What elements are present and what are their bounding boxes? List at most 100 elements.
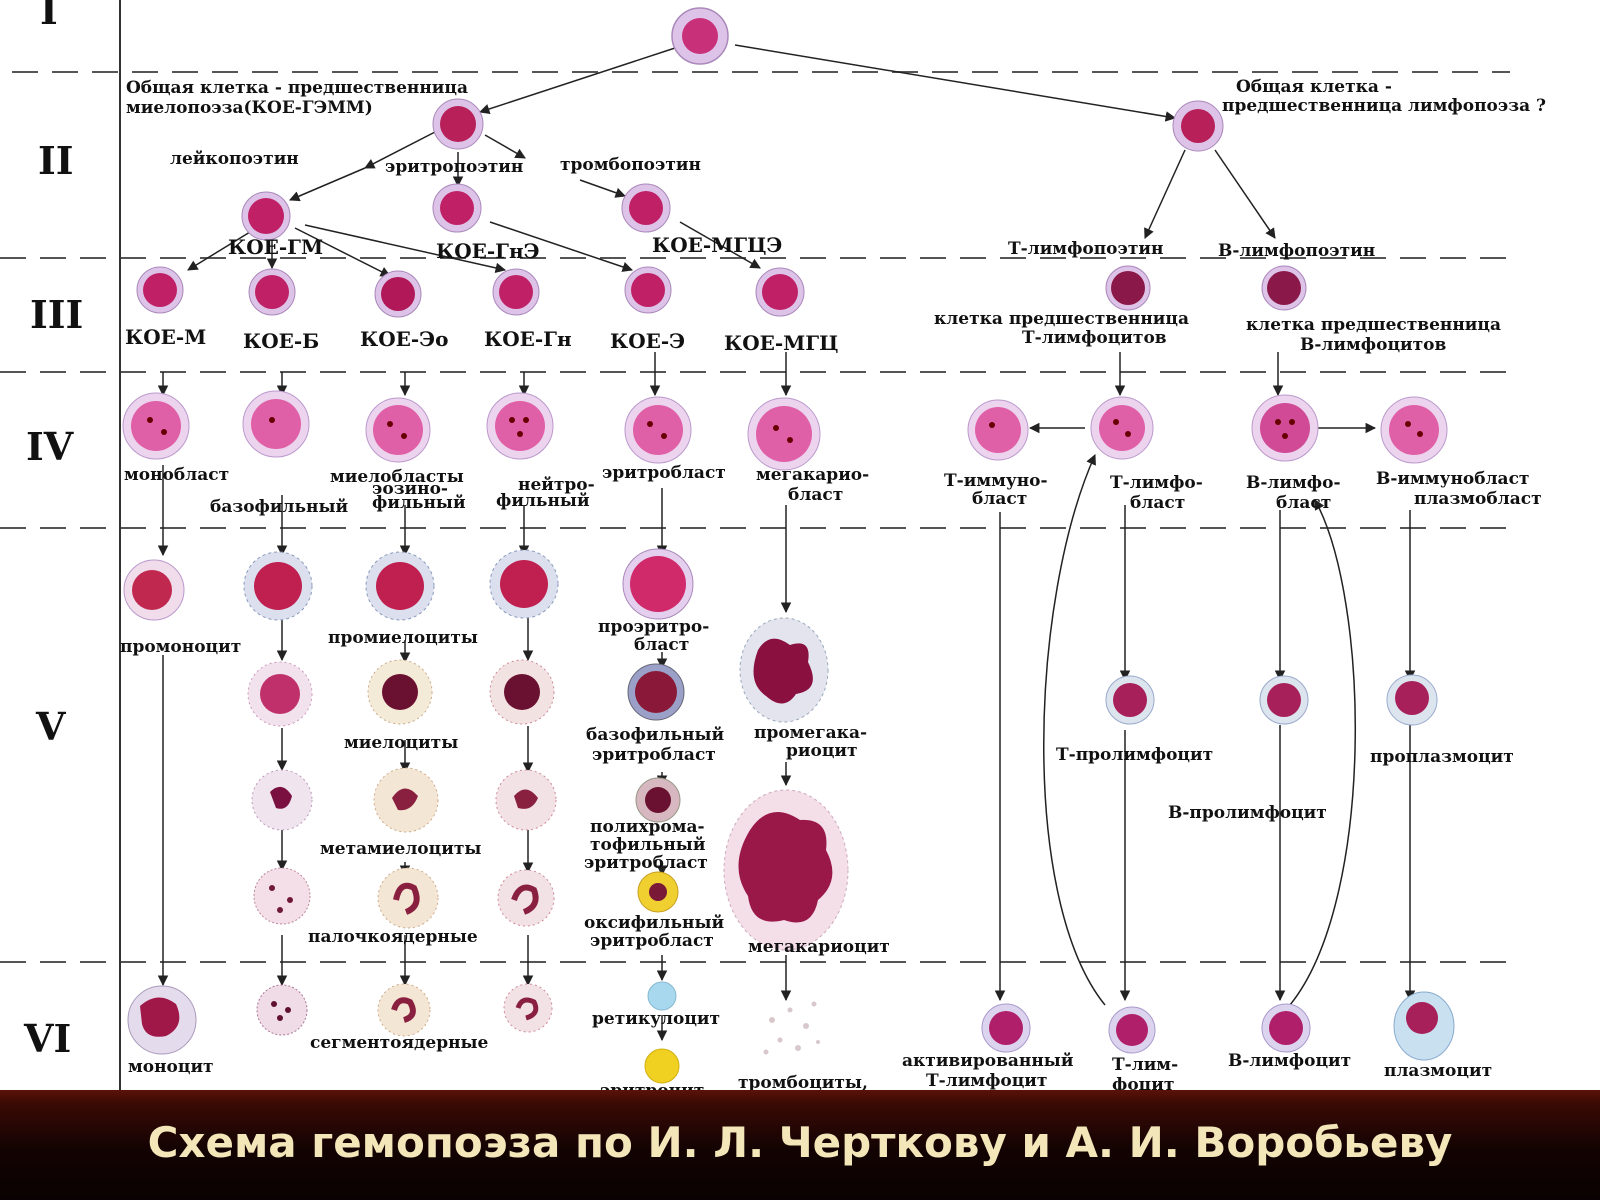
label-b-lymphopoietin: В-лимфопоэтин (1218, 241, 1375, 261)
label-b-immunoblast-1: В-иммунобласт (1376, 469, 1529, 489)
label-thrombopoietin: тромбопоэтин (560, 155, 701, 175)
eosinophil-myelocyte-cell (367, 659, 433, 725)
label-promegakaryocyte-2: риоцит (786, 741, 858, 761)
label-promonocyte: промоноцит (120, 637, 241, 657)
koe-b-cell (248, 268, 296, 316)
cells (122, 7, 1455, 1084)
monocyte-cell (127, 985, 197, 1055)
stage-label-2: II (38, 138, 74, 183)
label-activated-t-1: активированный (902, 1051, 1074, 1071)
stem-cell (671, 7, 729, 65)
basophil-metamyelocyte-cell (251, 769, 313, 831)
label-b-prolymphocyte: В-пролимфоцит (1168, 803, 1327, 823)
label-proerythroblast-2: бласт (634, 635, 689, 655)
erythroblast-cell (624, 396, 692, 464)
neutrophil-promyelocyte-cell (489, 549, 559, 619)
label-activated-t-2: Т-лимфоцит (926, 1071, 1047, 1090)
t-lymphoblast-cell (1090, 396, 1154, 460)
basophil-myelocyte-cell (247, 661, 313, 727)
oxyphilic-erythroblast-cell (637, 871, 679, 913)
label-lympho-common-1: Общая клетка - (1236, 77, 1392, 97)
label-t-lymphoblast-1: Т-лимфо- (1110, 473, 1203, 493)
stage-label-3: III (30, 292, 83, 337)
basophilic-erythroblast-cell (627, 663, 685, 721)
t-precursor-cell (1105, 265, 1151, 311)
lympho-common-cell (1172, 100, 1224, 152)
label-koe-eo: КОЕ-Эо (360, 327, 448, 351)
eosinophil-band-cell (377, 867, 439, 929)
label-koe-mgce: КОЕ-МГЦЭ (652, 233, 782, 257)
erythrocyte-cell (644, 1048, 680, 1084)
label-b-precursor-2: В-лимфоцитов (1300, 335, 1446, 355)
label-megakaryoblast-2: бласт (788, 485, 843, 505)
label-t-immunoblast-2: бласт (972, 489, 1027, 509)
label-t-lymphopoietin: Т-лимфопоэтин (1008, 239, 1163, 259)
label-lympho-common-2: предшественница лимфопоэза ? (1222, 96, 1546, 116)
thrombocytes (763, 1001, 820, 1055)
label-b-lymphoblast-1: В-лимфо- (1246, 473, 1341, 493)
label-megakaryoblast-1: мегакарио- (756, 465, 869, 485)
label-basophilic: базофильный (210, 497, 348, 517)
proplasmocyte-cell (1386, 674, 1438, 726)
megakaryocyte-cell (723, 789, 849, 951)
label-t-precursor-2: Т-лимфоцитов (1022, 328, 1167, 348)
koe-gn-cell (492, 268, 540, 316)
caption-title: Схема гемопоэза по И. Л. Черткову и А. И… (147, 1118, 1453, 1167)
label-thrombocytes: тромбоциты, (738, 1073, 868, 1090)
label-koe-m: КОЕ-М (125, 325, 206, 349)
label-segmented: сегментоядерные (310, 1033, 489, 1053)
koe-gm-cell (241, 191, 291, 241)
t-prolymphocyte-cell (1105, 675, 1155, 725)
label-t-lymphocyte-2: фоцит (1112, 1075, 1174, 1090)
label-metamyelocytes: метамиелоциты (320, 839, 481, 859)
label-t-prolymphocyte: Т-пролимфоцит (1056, 745, 1213, 765)
basophil-promyelocyte-cell (243, 551, 313, 621)
b-prolymphocyte-cell (1259, 675, 1309, 725)
label-polychromatophilic-3: эритробласт (584, 853, 708, 873)
promegakaryocyte-cell (739, 617, 829, 723)
label-polychromatophilic-1: полихрома- (590, 817, 705, 837)
label-erythropoietin: эритропоэтин (385, 157, 523, 177)
megakaryoblast-cell (747, 397, 821, 471)
label-promyelocytes: промиелоциты (328, 628, 478, 648)
label-reticulocyte: ретикулоцит (592, 1009, 720, 1029)
basophil-cell (256, 984, 308, 1036)
label-megakaryocyte: мегакариоцит (748, 937, 890, 957)
stage-separators (0, 71, 1510, 963)
label-monoblast: монобласт (124, 465, 229, 485)
proerythroblast-cell (622, 548, 694, 620)
eosinophil-cell (377, 983, 431, 1037)
myelo-common-cell (432, 98, 484, 150)
label-proerythroblast-1: проэритро- (598, 617, 709, 637)
neutrophil-myelocyte-cell (489, 659, 555, 725)
monoblast-cell (122, 392, 190, 460)
label-koe-e: КОЕ-Э (610, 329, 685, 353)
label-myelo-common-2: миелопоэза(КОЕ-ГЭММ) (126, 98, 373, 118)
stage-label-1: I (40, 0, 58, 33)
neutrophil-blast-cell (486, 392, 554, 460)
eosinophil-metamyelocyte-cell (373, 767, 439, 833)
b-lymphoblast-cell (1251, 394, 1319, 462)
label-myelo-common-1: Общая клетка - предшественница (126, 78, 468, 98)
b-immunoblast-cell (1380, 396, 1448, 464)
label-band: палочкоядерные (308, 927, 478, 947)
basophil-blast-cell (242, 390, 310, 458)
label-b-immunoblast-2: плазмобласт (1414, 489, 1542, 509)
label-koe-mgc: КОЕ-МГЦ (724, 331, 838, 355)
neutrophil-cell (503, 983, 553, 1033)
label-myeloblasts: миелобласты (330, 467, 464, 487)
stage-labels: I II III IV V VI (23, 0, 83, 1061)
neutrophil-metamyelocyte-cell (495, 769, 557, 831)
label-monocyte: моноцит (128, 1057, 214, 1077)
lineage-arrows (157, 44, 1416, 1042)
koe-mgce-cell (621, 183, 671, 233)
label-neutrophilic-2: фильный (496, 491, 590, 511)
t-lymphocyte-cell (1108, 1006, 1156, 1054)
label-neutrophilic-1: нейтро- (518, 475, 595, 495)
koe-e-cell (624, 266, 672, 314)
label-oxyphilic-1: оксифильный (584, 913, 725, 933)
koe-eo-cell (374, 270, 422, 318)
label-polychromatophilic-2: тофильный (590, 835, 706, 855)
eosinophil-promyelocyte-cell (365, 551, 435, 621)
